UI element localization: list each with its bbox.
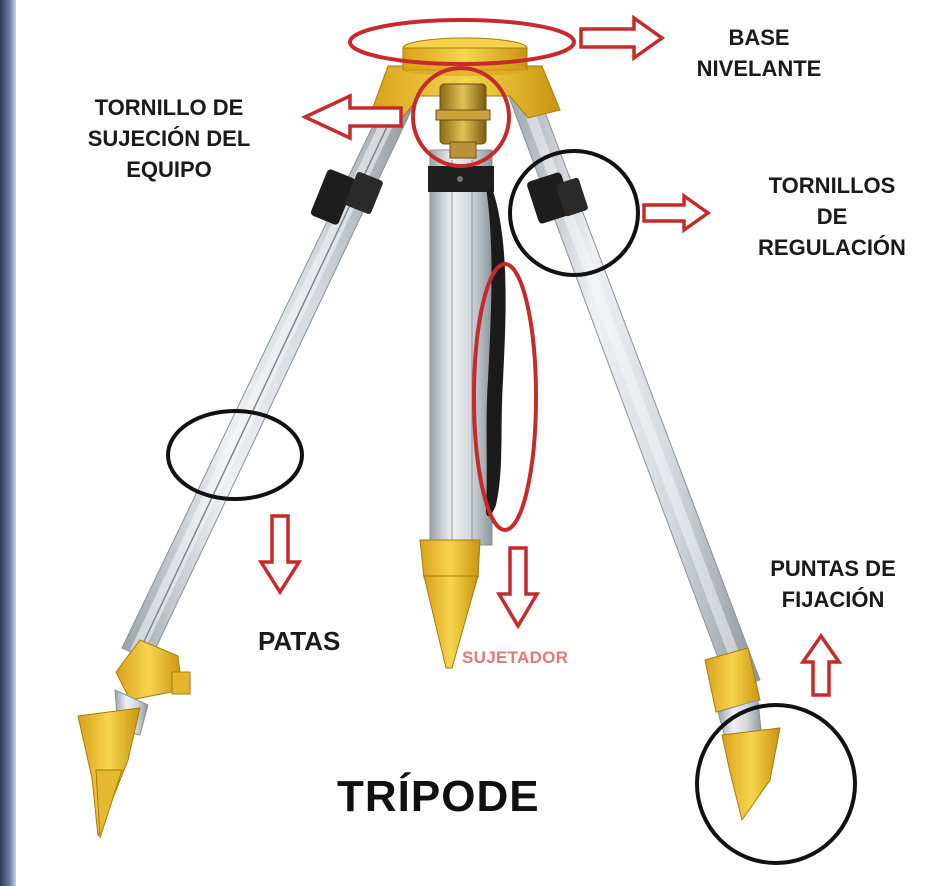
arrow-down-icon — [499, 548, 537, 626]
tornillo-sujecion-line-1: TORNILLO DE — [54, 92, 284, 123]
base-nivelante-line-2: NIVELANTE — [686, 53, 832, 84]
tornillo-sujecion-line-2: SUJECIÓN DEL — [54, 123, 284, 154]
tornillos-regulacion-label: TORNILLOS DE REGULACIÓN — [728, 170, 936, 263]
sujetador-label: SUJETADOR — [462, 648, 568, 668]
arrow-up-icon — [803, 636, 839, 695]
arrow-down-icon — [261, 516, 299, 592]
base-nivelante-label: BASE NIVELANTE — [686, 22, 832, 84]
puntas-fijacion-line-2: FIJACIÓN — [738, 584, 928, 615]
tornillos-regulacion-line-2: DE — [728, 201, 936, 232]
base-nivelante-line-1: BASE — [686, 22, 832, 53]
tornillos-regulacion-line-3: REGULACIÓN — [728, 232, 936, 263]
patas-label: PATAS — [258, 626, 340, 657]
arrow-right-icon — [644, 196, 708, 230]
center-leg — [420, 150, 506, 668]
puntas-fijacion-label: PUNTAS DE FIJACIÓN — [738, 553, 928, 615]
tornillos-regulacion-line-1: TORNILLOS — [728, 170, 936, 201]
tornillo-sujecion-label: TORNILLO DE SUJECIÓN DEL EQUIPO — [54, 92, 284, 185]
tornillo-sujecion-line-3: EQUIPO — [54, 154, 284, 185]
diagram-title: TRÍPODE — [337, 772, 540, 822]
puntas-fijacion-line-1: PUNTAS DE — [738, 553, 928, 584]
left-leg — [78, 80, 420, 838]
arrow-right-icon — [581, 18, 662, 58]
